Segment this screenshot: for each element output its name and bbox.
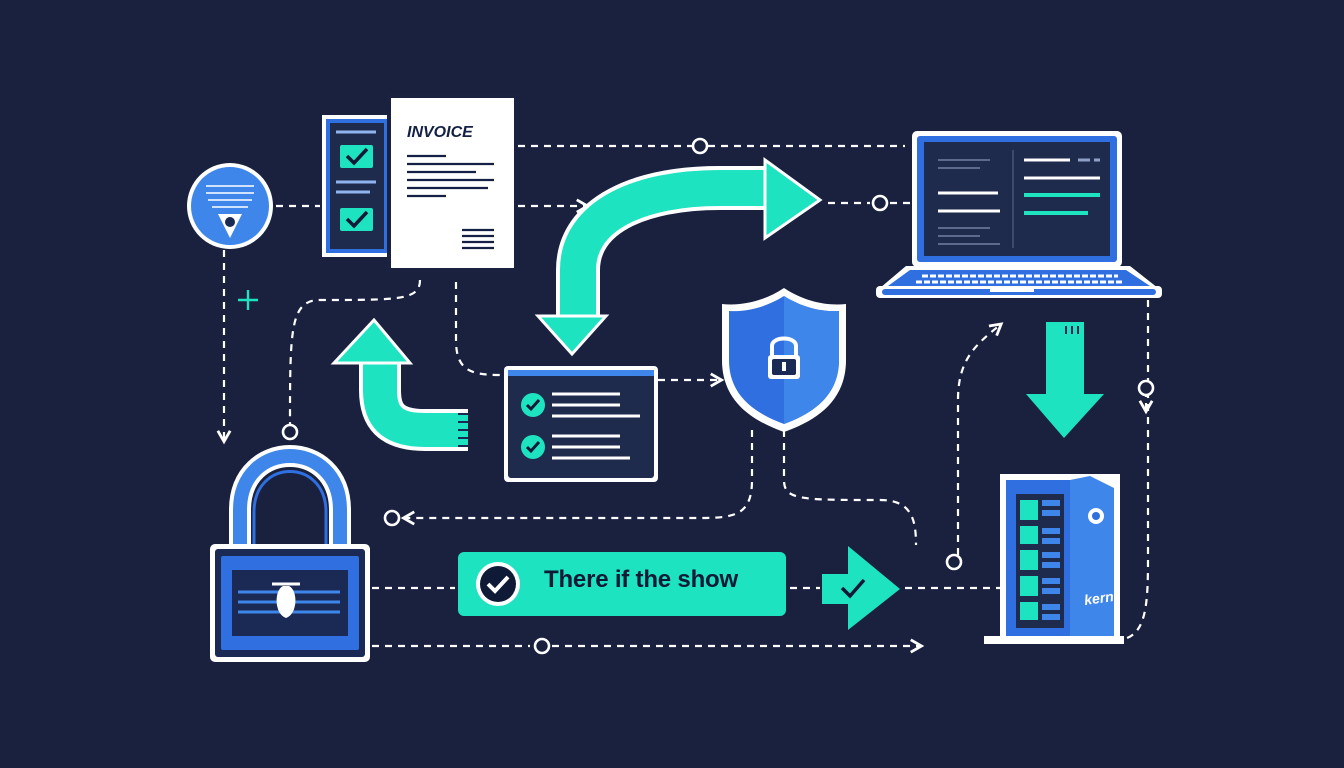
- teal-down-arrow-icon: [1026, 322, 1104, 438]
- laptop-icon[interactable]: [876, 131, 1162, 298]
- shield-lock-icon[interactable]: [722, 288, 846, 432]
- connector-shield-loop-right: [782, 430, 918, 546]
- connector-invoice-to-todo: [454, 282, 501, 377]
- status-badge-label: There if the show: [544, 566, 738, 593]
- checklist-card-icon[interactable]: [322, 115, 392, 257]
- node-server-left: [945, 553, 963, 571]
- padlock-icon[interactable]: [210, 445, 370, 662]
- connector-checklist-loop: [288, 279, 422, 426]
- invoice-title: INVOICE: [407, 124, 474, 141]
- profile-badge-icon[interactable]: [187, 163, 273, 249]
- connector-laptop-right: [1119, 300, 1150, 642]
- teal-up-arrow-icon: [330, 317, 468, 451]
- connector-shield-loop-left: [400, 430, 754, 526]
- node-bottom-row: [533, 637, 551, 655]
- node-laptop-right: [1137, 379, 1155, 397]
- invoice-document-icon[interactable]: INVOICE: [387, 94, 518, 272]
- node-left-loop: [281, 423, 299, 441]
- teal-right-arrow-icon: [822, 546, 900, 630]
- node-laptop-left: [871, 194, 889, 212]
- server-label: kern: [1083, 588, 1115, 608]
- status-badge[interactable]: [458, 552, 786, 616]
- plus-icon: [238, 290, 258, 310]
- server-rack-icon[interactable]: kern: [984, 474, 1124, 644]
- todo-card-icon[interactable]: [504, 366, 658, 482]
- teal-curved-arrow-icon: [534, 157, 823, 357]
- connector-nodes: [281, 137, 1155, 655]
- node-top: [691, 137, 709, 155]
- connectors: [216, 144, 1154, 646]
- connector-server-up: [956, 322, 1004, 555]
- node-bottom-left: [383, 509, 401, 527]
